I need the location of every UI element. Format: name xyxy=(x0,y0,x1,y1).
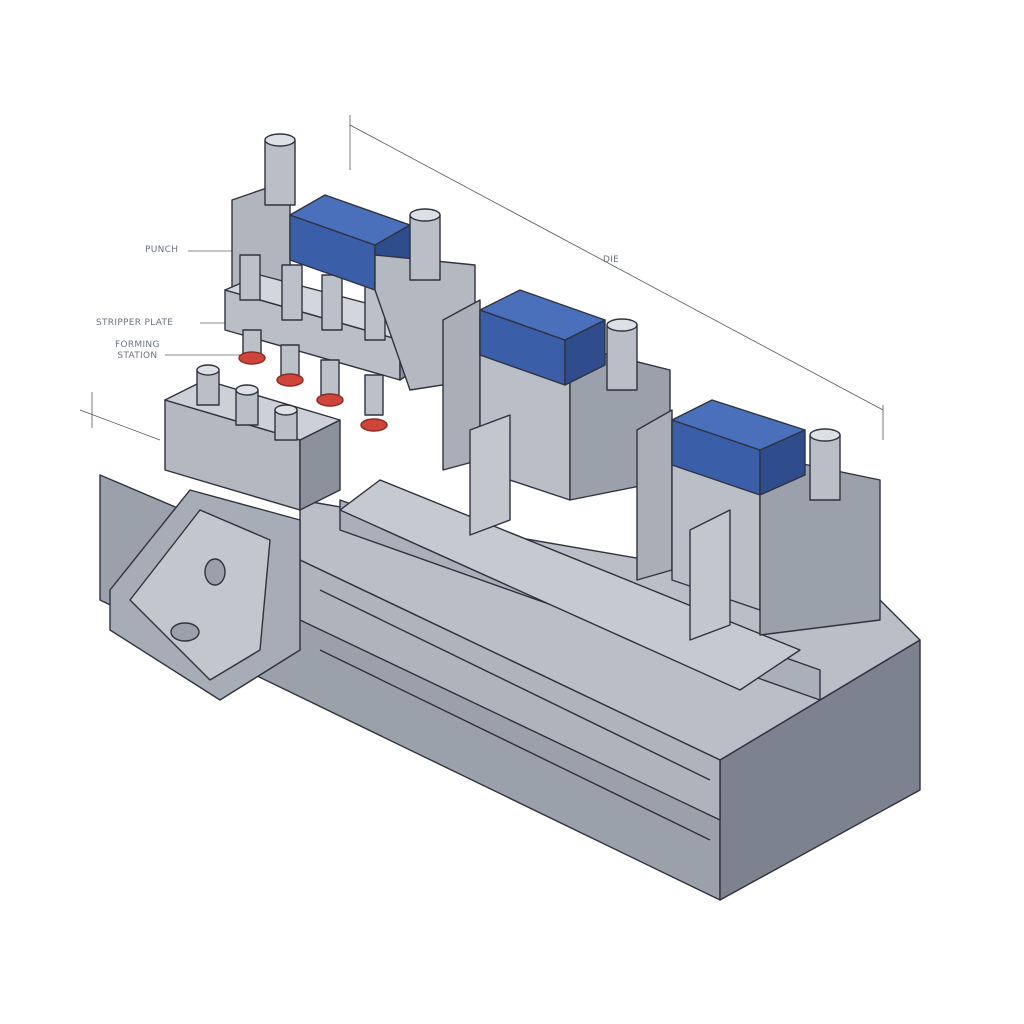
punch-pins xyxy=(239,254,386,416)
label-punch: PUNCH xyxy=(145,245,179,255)
label-forming-station-line1: FORMING xyxy=(115,340,160,350)
red-rings xyxy=(238,351,388,432)
label-forming-station: FORMING STATION xyxy=(115,340,160,362)
label-forming-station-line2: STATION xyxy=(117,351,158,361)
label-stripper-plate: STRIPPER PLATE xyxy=(96,318,174,328)
label-die: DIE xyxy=(603,255,620,265)
forming-station-left xyxy=(164,364,341,511)
leader-lines xyxy=(165,250,240,356)
left-bracket xyxy=(109,489,301,701)
punch-station-3 xyxy=(636,399,881,641)
punch-station-1 xyxy=(224,133,476,432)
die-dimension-line xyxy=(79,115,884,441)
guide-rail xyxy=(339,479,821,701)
punch-station-2 xyxy=(442,289,671,536)
